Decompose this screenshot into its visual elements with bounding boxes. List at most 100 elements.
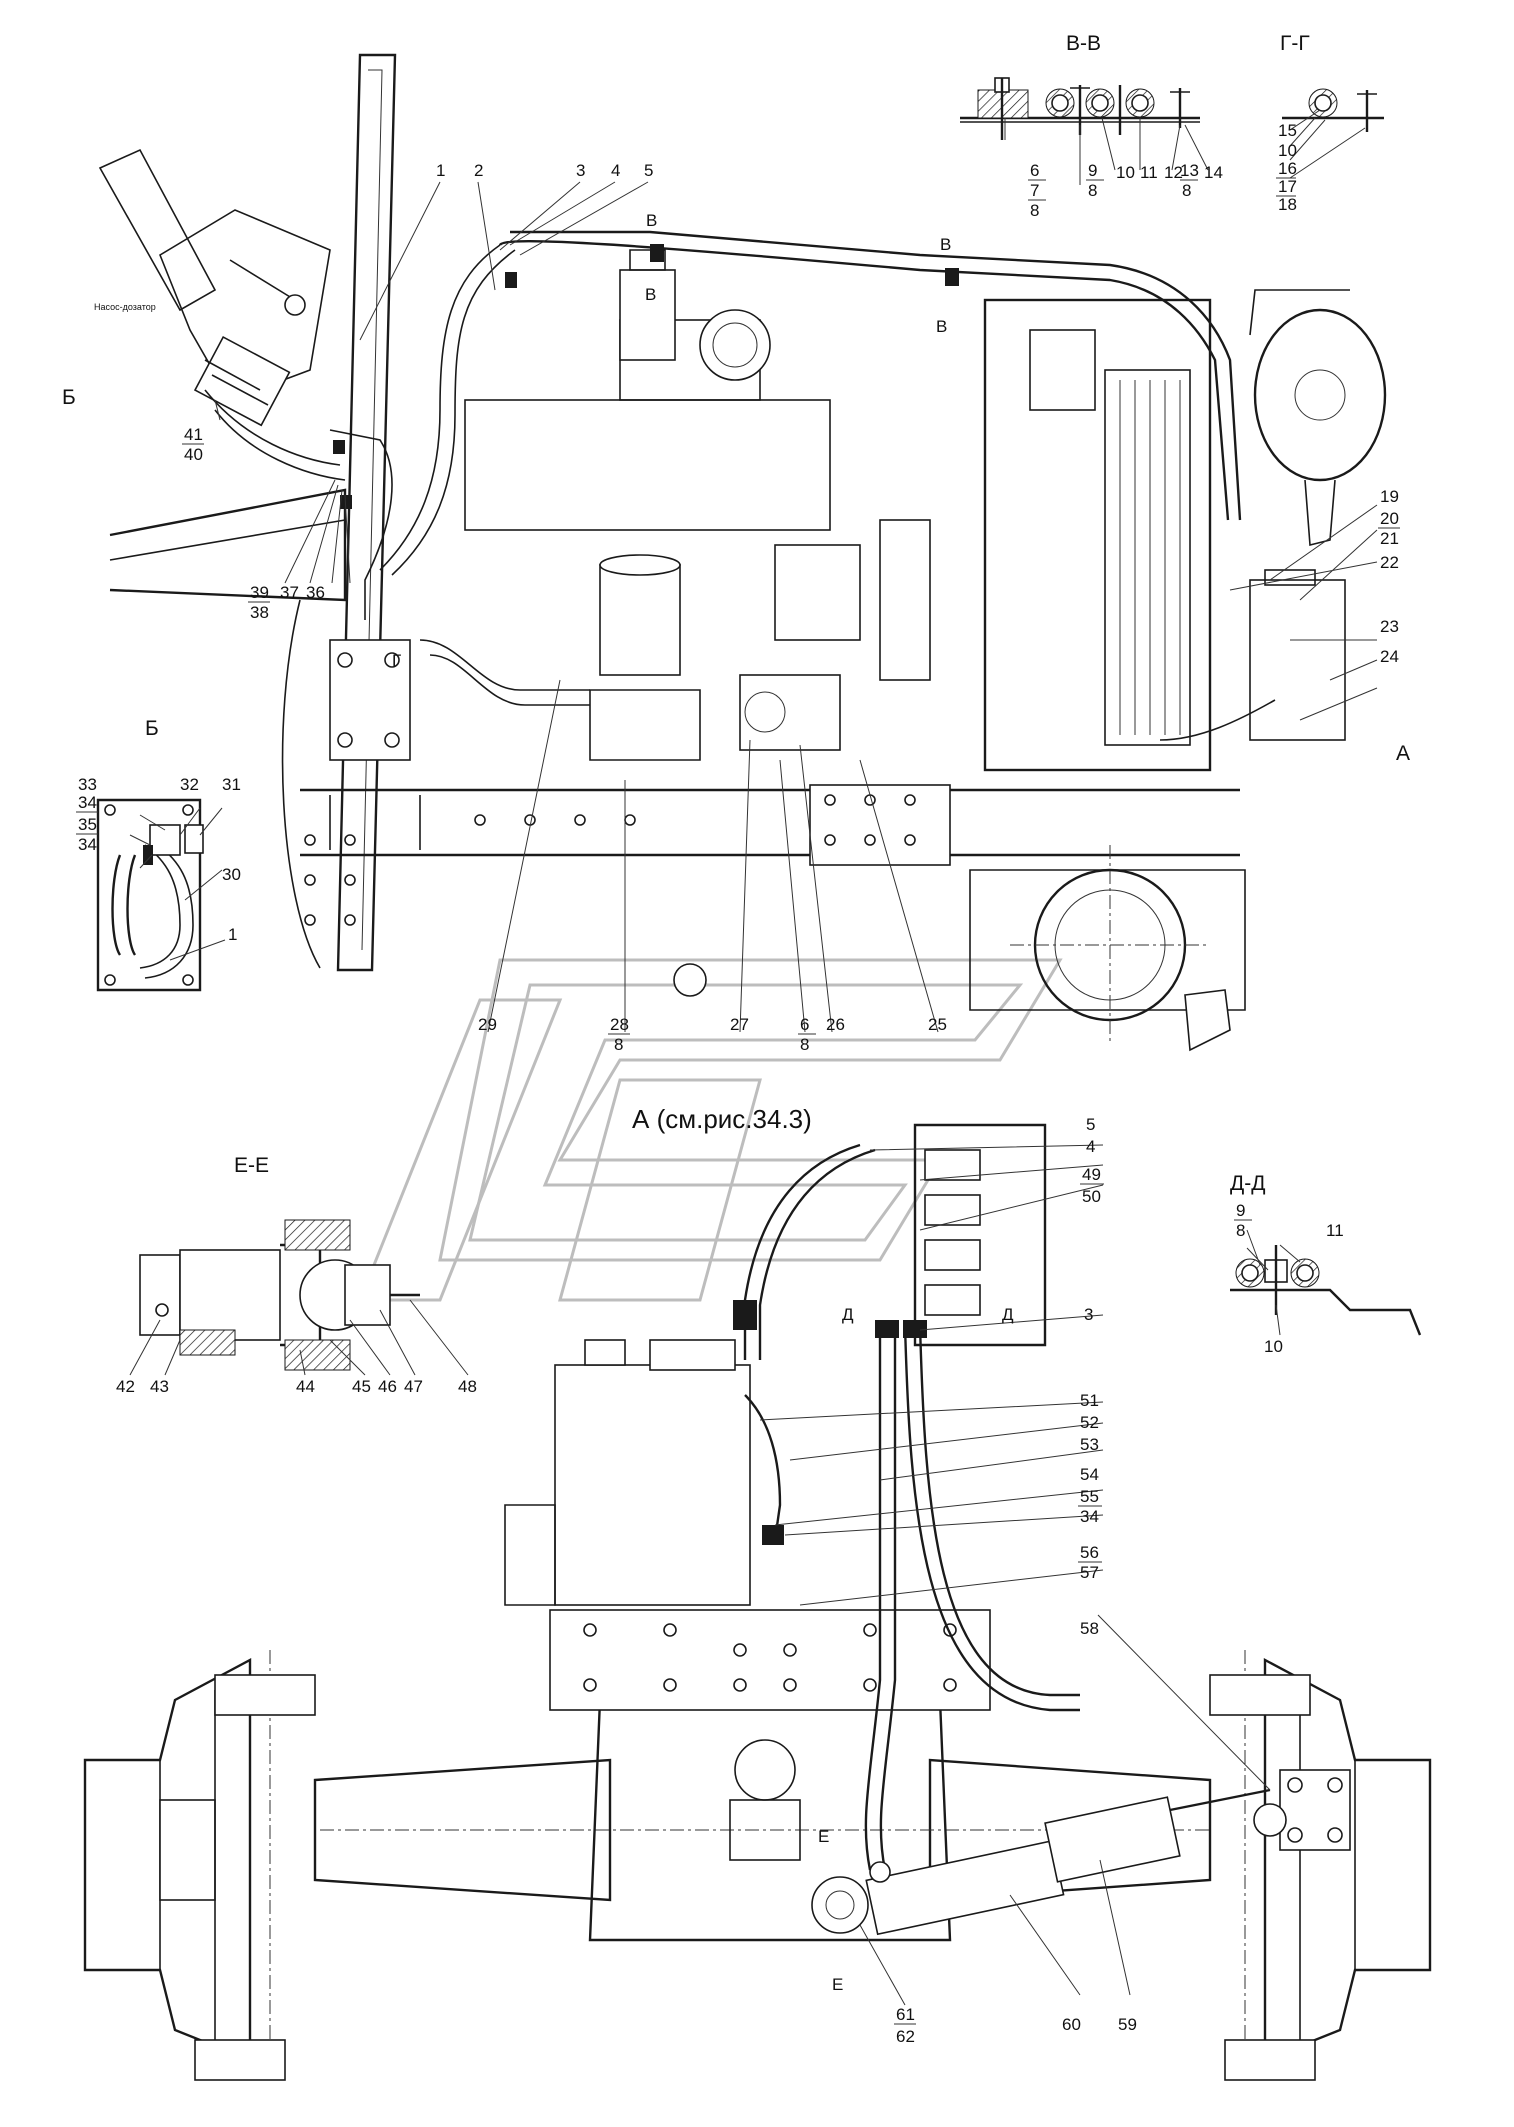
callout: 46 bbox=[378, 1377, 397, 1396]
callout: 40 bbox=[184, 445, 203, 464]
callout: 33 bbox=[78, 775, 97, 794]
callout: 3 bbox=[576, 161, 585, 180]
callout: 17 bbox=[1278, 177, 1297, 196]
watermark-logo bbox=[357, 958, 1063, 1302]
cut-mark-d-1: Д bbox=[842, 1305, 854, 1324]
callout: 26 bbox=[826, 1015, 845, 1034]
callout: 7 bbox=[1030, 181, 1039, 200]
chassis-bolt-holes bbox=[304, 794, 916, 926]
callout: 36 bbox=[306, 583, 325, 602]
cut-mark-v-4: В bbox=[936, 317, 947, 336]
callout: 47 bbox=[404, 1377, 423, 1396]
callout: 10 bbox=[1278, 141, 1297, 160]
callout: 12 bbox=[1164, 163, 1183, 182]
callout: 8 bbox=[800, 1035, 809, 1054]
cut-mark-e-1: Е bbox=[818, 1827, 829, 1846]
callout: 55 bbox=[1080, 1487, 1099, 1506]
callout: 18 bbox=[1278, 195, 1297, 214]
cut-mark-d-2: Д bbox=[1002, 1305, 1014, 1324]
callout: 28 bbox=[610, 1015, 629, 1034]
callout: 56 bbox=[1080, 1543, 1099, 1562]
callout: 37 bbox=[280, 583, 299, 602]
callout: 51 bbox=[1080, 1391, 1099, 1410]
cut-mark-e-2: Е bbox=[832, 1975, 843, 1994]
callout: 29 bbox=[478, 1015, 497, 1034]
callout: 3 bbox=[1084, 1305, 1093, 1324]
callout: 4 bbox=[611, 161, 620, 180]
callout: 31 bbox=[222, 775, 241, 794]
callout: 8 bbox=[614, 1035, 623, 1054]
callout: 8 bbox=[1030, 201, 1039, 220]
callout: 14 bbox=[1204, 163, 1223, 182]
callout: 13 bbox=[1180, 161, 1199, 180]
section-title-vv: В-В bbox=[1066, 32, 1101, 55]
callout: 43 bbox=[150, 1377, 169, 1396]
callout: 34 bbox=[78, 793, 97, 812]
section-titles: В-В Г-Г Б Б А Е-Е Д-Д А (см.рис.34.3) В … bbox=[62, 32, 1410, 1994]
section-title-ee: Е-Е bbox=[234, 1154, 269, 1177]
callout: 30 bbox=[222, 865, 241, 884]
callout: 44 bbox=[296, 1377, 315, 1396]
callout: 16 bbox=[1278, 159, 1297, 178]
callout: 8 bbox=[1182, 181, 1191, 200]
callout: 41 bbox=[184, 425, 203, 444]
callout: 8 bbox=[1236, 1221, 1245, 1240]
callout: 32 bbox=[180, 775, 199, 794]
callout: 5 bbox=[644, 161, 653, 180]
section-title-dd: Д-Д bbox=[1230, 1172, 1265, 1195]
callout: 39 bbox=[250, 583, 269, 602]
callout: 9 bbox=[1236, 1201, 1245, 1220]
callout: 8 bbox=[1088, 181, 1097, 200]
callout: 11 bbox=[1140, 163, 1158, 182]
view-label-b-side: Б bbox=[62, 386, 76, 409]
cut-mark-v-2: В bbox=[645, 285, 656, 304]
callout: 52 bbox=[1080, 1413, 1099, 1432]
pump-note: Насос-дозатор bbox=[94, 302, 156, 312]
callout: 58 bbox=[1080, 1619, 1099, 1638]
callout: 34 bbox=[78, 835, 97, 854]
callout: 6 bbox=[800, 1015, 809, 1034]
view-title-b: Б bbox=[145, 717, 159, 740]
view-b-detail bbox=[96, 798, 204, 992]
callout: 35 bbox=[78, 815, 97, 834]
callout: 1 bbox=[228, 925, 237, 944]
callout: 59 bbox=[1118, 2015, 1137, 2034]
callout: 20 bbox=[1380, 509, 1399, 528]
section-dd-detail bbox=[1230, 1245, 1422, 1336]
callout-fraction-bars bbox=[76, 177, 1400, 2025]
callout: 60 bbox=[1062, 2015, 1081, 2034]
callout: 24 bbox=[1380, 647, 1399, 666]
callout: 50 bbox=[1082, 1187, 1101, 1206]
side-view-drawing bbox=[98, 53, 1387, 1052]
callout: 48 bbox=[458, 1377, 477, 1396]
callout: 4 bbox=[1086, 1137, 1095, 1156]
callout: 23 bbox=[1380, 617, 1399, 636]
callout: 21 bbox=[1380, 529, 1399, 548]
callout: 19 bbox=[1380, 487, 1399, 506]
view-a-caption: А (см.рис.34.3) bbox=[632, 1104, 812, 1134]
callout: 15 bbox=[1278, 121, 1297, 140]
section-vv-detail bbox=[960, 77, 1200, 140]
front-axle-view bbox=[83, 1123, 1432, 2081]
callout: 2 bbox=[474, 161, 483, 180]
callout: 11 bbox=[1326, 1221, 1344, 1240]
cut-mark-g: Г bbox=[392, 651, 401, 670]
callout: 6 bbox=[1030, 161, 1039, 180]
section-ee-detail bbox=[139, 1219, 420, 1371]
callout: 22 bbox=[1380, 553, 1399, 572]
view-label-a-side: А bbox=[1396, 742, 1410, 765]
callout: 1 bbox=[436, 161, 445, 180]
callout: 38 bbox=[250, 603, 269, 622]
callout: 53 bbox=[1080, 1435, 1099, 1454]
callout: 34 bbox=[1080, 1507, 1099, 1526]
section-title-gg: Г-Г bbox=[1280, 32, 1310, 55]
callout: 45 bbox=[352, 1377, 371, 1396]
callout: 42 bbox=[116, 1377, 135, 1396]
callout-numbers: 1 2 3 4 5 6 7 8 9 8 10 11 12 13 8 14 15 … bbox=[78, 121, 1399, 2046]
section-gg-detail bbox=[1282, 88, 1384, 132]
mounting-plate-bolts bbox=[583, 1623, 957, 1692]
leader-lines bbox=[129, 109, 1378, 2006]
callout: 62 bbox=[896, 2027, 915, 2046]
cut-mark-v-3: В bbox=[940, 235, 951, 254]
